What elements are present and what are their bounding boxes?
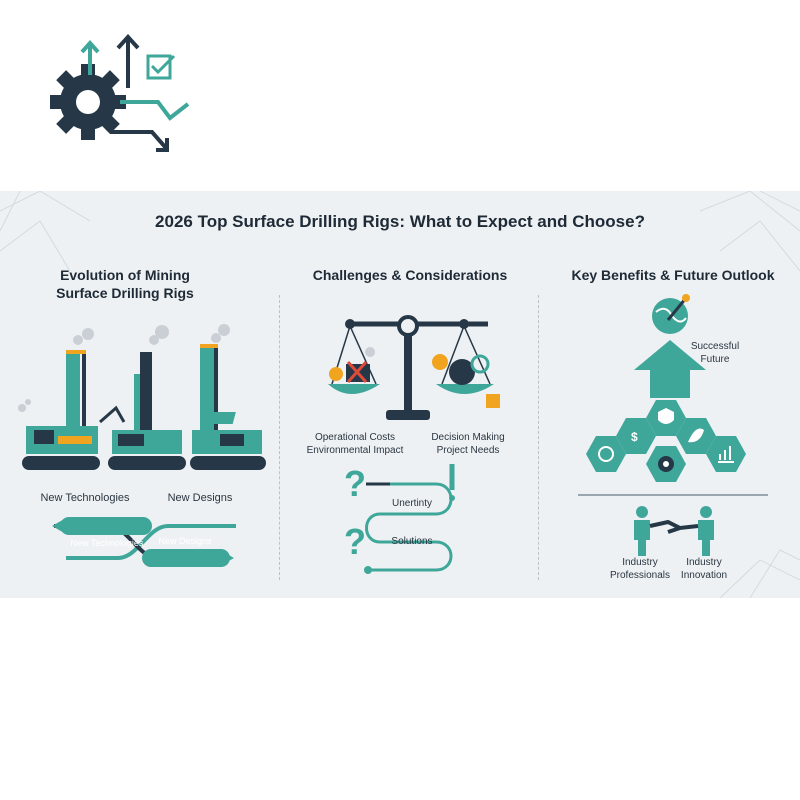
col3-heading: Key Benefits & Future Outlook [571,267,775,283]
col1-heading-line2: Surface Drilling Rigs [56,285,194,301]
rig-1-icon [22,350,100,470]
hexagon-money [616,418,656,454]
column-divider-1 [279,295,280,580]
arrow-label-right: New Designs [158,536,212,546]
balance-scale-icon [328,315,500,420]
growth-arrow-icon [634,340,706,398]
future-line1: Successful [690,341,740,352]
corner-pattern-left [0,191,90,272]
people-left-line1: Industry [622,557,658,568]
globe-icon [652,294,690,334]
handshake-people-icon [634,506,714,556]
people-left-line2: Professionals [609,570,671,581]
successful-future-label: Successful Future [680,340,750,366]
col2-right-line2: Project Needs [436,445,500,456]
benefits-hexagon-cluster: $ [586,400,746,482]
people-right-label: Industry Innovation [674,556,734,582]
rig-2-icon [99,352,186,470]
svg-text:?: ? [344,463,366,504]
path-label-solutions: Solutions [391,536,433,547]
col2-left-line2: Environmental Impact [306,445,404,456]
people-left-label: Industry Professionals [608,556,672,582]
svg-text:$: $ [631,430,638,444]
drilling-rigs-illustration [18,324,266,470]
col1-label-right: New Designs [167,492,233,504]
corner-pattern-right [700,191,800,272]
path-label-uncertainty: Unertinty [391,498,432,509]
col2-right-labels: Decision Making Project Needs [420,431,516,457]
svg-text:?: ? [344,521,366,562]
col2-heading: Challenges & Considerations [312,267,508,283]
infographic-title: 2026 Top Surface Drilling Rigs: What to … [155,212,645,231]
col2-left-line1: Operational Costs [314,432,396,443]
corner-pattern-bottom-right [720,549,800,598]
crossing-arrows-icon [52,517,236,567]
winding-path-icon: ? ? [344,463,455,574]
hexagon-timer [586,436,626,472]
arrow-label-left: New Technologies [70,538,144,548]
people-right-line1: Industry [686,557,722,568]
hexagon-baseline [578,494,768,496]
col2-left-labels: Operational Costs Environmental Impact [296,431,414,457]
col1-label-left: New Technologies [40,492,130,504]
people-right-line2: Innovation [680,570,728,581]
gear-arrows-logo-icon [50,34,190,152]
col1-heading-line1: Evolution of Mining [60,267,190,283]
col2-right-line1: Decision Making [431,432,505,443]
column-divider-2 [538,295,539,580]
rig-3-icon [190,344,266,470]
future-line2: Future [700,354,730,365]
col1-heading: Evolution of Mining Surface Drilling Rig… [20,266,230,302]
